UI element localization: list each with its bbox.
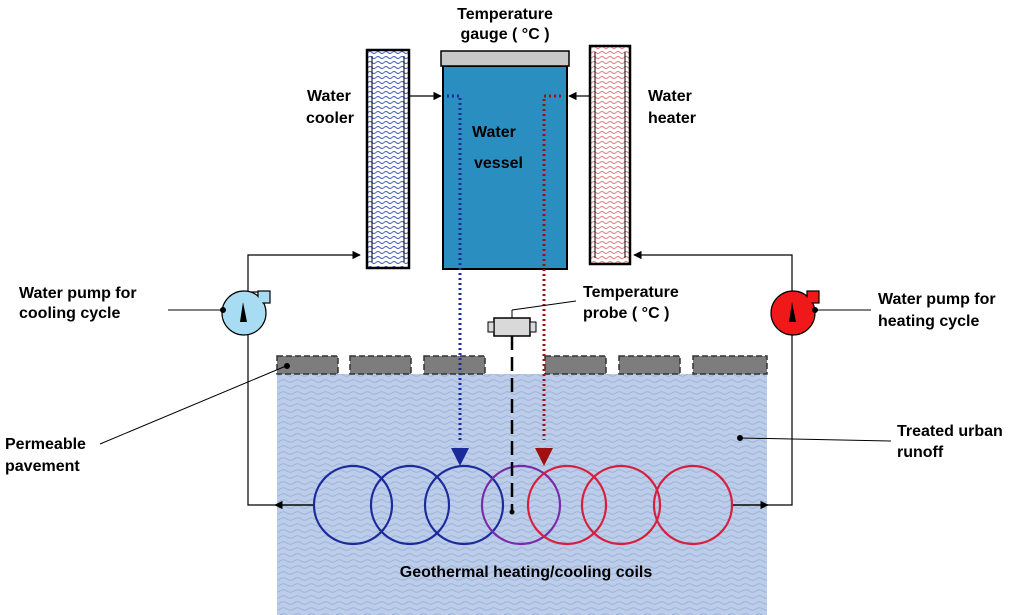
water-vessel-label-line2: vessel: [474, 155, 523, 172]
water-vessel-label-line1: Water: [472, 124, 516, 141]
temperature-probe-label-line1: Temperature: [583, 284, 679, 301]
temperature-probe-label-line2: probe ( °C ): [583, 305, 670, 322]
pump-icon: [770, 290, 820, 336]
pavement-slab: [276, 355, 339, 375]
water-heater-label-line2: heater: [648, 110, 697, 127]
coil-loop: [580, 464, 662, 546]
pump-heating-label-line1: Water pump for: [878, 291, 996, 308]
coil-loop: [423, 464, 505, 546]
coil-loop: [312, 464, 394, 546]
water-cooler-label-line2: cooler: [306, 110, 355, 127]
water-vessel: [442, 65, 568, 270]
water-cooler: [365, 48, 411, 270]
pavement-slab: [618, 355, 681, 375]
pavement-slab: [692, 355, 768, 375]
cooling-loop-pipe: [247, 250, 361, 510]
pump-cooling-label-line2: cooling cycle: [19, 305, 121, 322]
permeable-pavement-label-line2: pavement: [5, 458, 80, 475]
permeable-pavement-label-line1: Permeable: [5, 436, 86, 453]
leader-pavement: [99, 365, 287, 445]
pump-heating-label-line2: heating cycle: [878, 313, 980, 330]
pavement-slab: [349, 355, 412, 375]
hot-supply-line: [542, 94, 561, 440]
cold-supply-arrowhead: [451, 448, 469, 466]
pump-cooling-label-line1: Water pump for: [19, 285, 137, 302]
temperature-gauge-icon: [440, 50, 570, 67]
water-heater-label-line1: Water: [648, 88, 692, 105]
treated-runoff-label-line2: runoff: [897, 444, 944, 461]
hot-supply-arrowhead: [535, 448, 553, 466]
treated-runoff-label-line1: Treated urban: [897, 423, 1003, 440]
water-heater: [588, 44, 632, 266]
coil-loop: [369, 464, 451, 546]
coil-loop: [480, 464, 562, 546]
leader-lines: [99, 300, 892, 445]
temperature-gauge-label-line1: Temperature: [457, 6, 553, 23]
coil-loop: [652, 464, 734, 546]
treated-runoff-basin: [277, 374, 767, 615]
permeable-pavement: [276, 355, 768, 375]
geothermal-coils: [312, 464, 734, 546]
heating-loop-pipe: [633, 250, 793, 510]
pavement-slab: [423, 355, 486, 375]
temperature-probe-icon: [487, 317, 537, 515]
temperature-gauge-label-line2: gauge ( °C ): [460, 26, 550, 43]
leader-probe: [511, 300, 577, 311]
coil-loop: [526, 464, 608, 546]
water-cooler-label-line1: Water: [307, 88, 351, 105]
pavement-slab: [544, 355, 607, 375]
leader-runoff: [739, 437, 892, 442]
geothermal-coils-label: Geothermal heating/cooling coils: [399, 564, 653, 581]
pump-icon: [221, 290, 271, 336]
